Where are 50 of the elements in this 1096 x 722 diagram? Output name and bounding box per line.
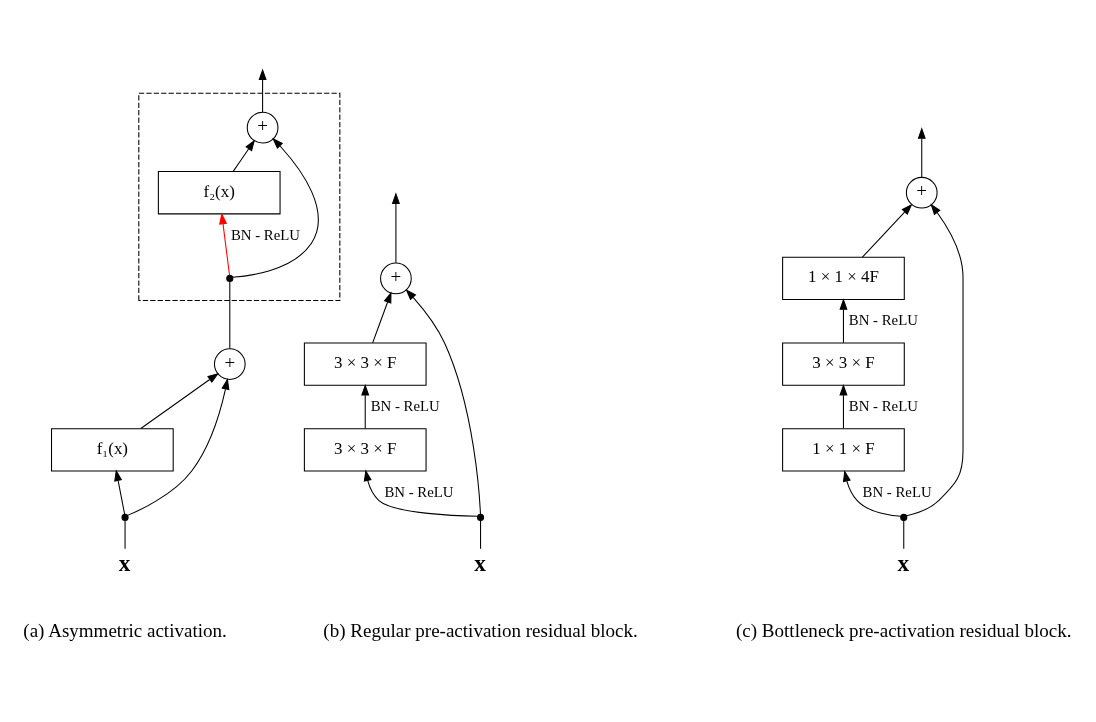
arrow — [363, 468, 478, 517]
node-box: f₁(x) — [51, 427, 174, 471]
edge-label: BN - ReLU — [848, 311, 918, 328]
node-dot — [900, 513, 908, 521]
arrow — [232, 139, 256, 172]
node-circle: + — [905, 176, 938, 209]
arrow — [405, 288, 481, 515]
node-text: x — [474, 549, 486, 576]
arrow — [372, 291, 392, 343]
label: (a) Asymmetric activation. — [23, 619, 227, 641]
arrow — [361, 383, 370, 429]
node-circle: + — [213, 347, 246, 380]
edge-label: BN - ReLU — [862, 483, 932, 500]
node-text: x — [897, 549, 910, 576]
node-box: 1 × 1 × 4F — [782, 256, 905, 300]
arrow — [258, 67, 267, 113]
connector — [480, 519, 482, 549]
edge-label: BN - ReLU — [384, 483, 454, 500]
cluster — [138, 92, 341, 301]
arrow — [842, 469, 902, 517]
arrow — [861, 203, 913, 258]
node-dot — [121, 513, 129, 521]
connector — [124, 519, 126, 549]
arrow — [839, 297, 848, 343]
arrow — [140, 372, 219, 429]
node-box: 1 × 1 × F — [782, 427, 905, 471]
node-box: 3 × 3 × F — [782, 341, 905, 386]
node-circle: + — [380, 262, 412, 294]
arrow — [114, 468, 126, 515]
node-box: 3 × 3 × F — [303, 341, 427, 386]
arrow — [391, 191, 400, 263]
edge-label: BN - ReLU — [848, 397, 918, 414]
node-box: 3 × 3 × F — [303, 427, 427, 471]
arrow — [839, 383, 848, 429]
label: (c) Bottleneck pre-activation residual block. — [735, 619, 1072, 641]
edge-label: BN - ReLU — [370, 397, 440, 414]
node-text: x — [118, 549, 131, 576]
node-box: f₂(x) — [157, 170, 281, 214]
edge-label: BN - ReLU — [230, 225, 301, 242]
connector — [903, 519, 905, 549]
arrow — [219, 212, 231, 276]
arrow — [232, 137, 319, 278]
node-dot — [226, 274, 234, 282]
arrow — [917, 126, 926, 178]
connector — [229, 280, 231, 349]
arrow — [127, 377, 230, 516]
arrow — [906, 203, 964, 516]
node-circle: + — [246, 111, 279, 144]
label: (b) Regular pre-activation residual block. — [323, 619, 638, 641]
node-dot — [476, 513, 485, 521]
